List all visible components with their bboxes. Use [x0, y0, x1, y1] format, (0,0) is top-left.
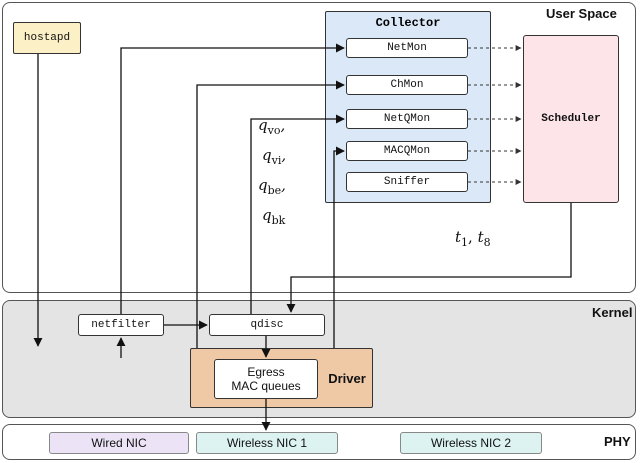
wired-nic: Wired NIC — [49, 432, 189, 454]
queue-bk-label: qbk — [262, 206, 286, 227]
time-annotation: t1, t8 — [455, 228, 491, 249]
wireless-nic-1: Wireless NIC 1 — [196, 432, 338, 454]
netfilter-box: netfilter — [78, 314, 164, 336]
wireless-nic-2: Wireless NIC 2 — [400, 432, 542, 454]
collector-title: Collector — [375, 16, 441, 30]
sniffer-module: Sniffer — [346, 172, 468, 192]
phy-label: PHY — [604, 434, 631, 449]
hostapd-box: hostapd — [13, 22, 81, 54]
driver-to-macqmon-arrow — [333, 146, 345, 348]
egress-mac-queues-box: Egress MAC queues — [214, 359, 318, 399]
user-space-label: User Space — [546, 6, 617, 21]
kernel-label: Kernel — [592, 305, 633, 320]
netqmon-module: NetQMon — [346, 109, 468, 129]
qdisc-box: qdisc — [209, 314, 325, 336]
egress-label: Egress — [247, 365, 285, 379]
scheduler-to-qdisc-arrow — [286, 203, 572, 313]
queue-be-label: qbe, — [258, 176, 286, 197]
driver-label: Driver — [328, 370, 366, 386]
scheduler-box: Scheduler — [523, 35, 619, 203]
mac-queues-label: MAC queues — [231, 379, 301, 393]
queue-vi-label: qvi, — [262, 146, 287, 167]
netmon-module: NetMon — [346, 38, 468, 58]
netfilter-to-netmon-arrow — [120, 43, 345, 314]
macqmon-module: MACQMon — [346, 141, 468, 161]
qdisc-to-netqmon-arrow — [250, 114, 345, 314]
queue-vo-label: qvo, — [258, 116, 286, 137]
chmon-module: ChMon — [346, 75, 468, 95]
driver-to-chmon-arrow — [196, 80, 345, 348]
